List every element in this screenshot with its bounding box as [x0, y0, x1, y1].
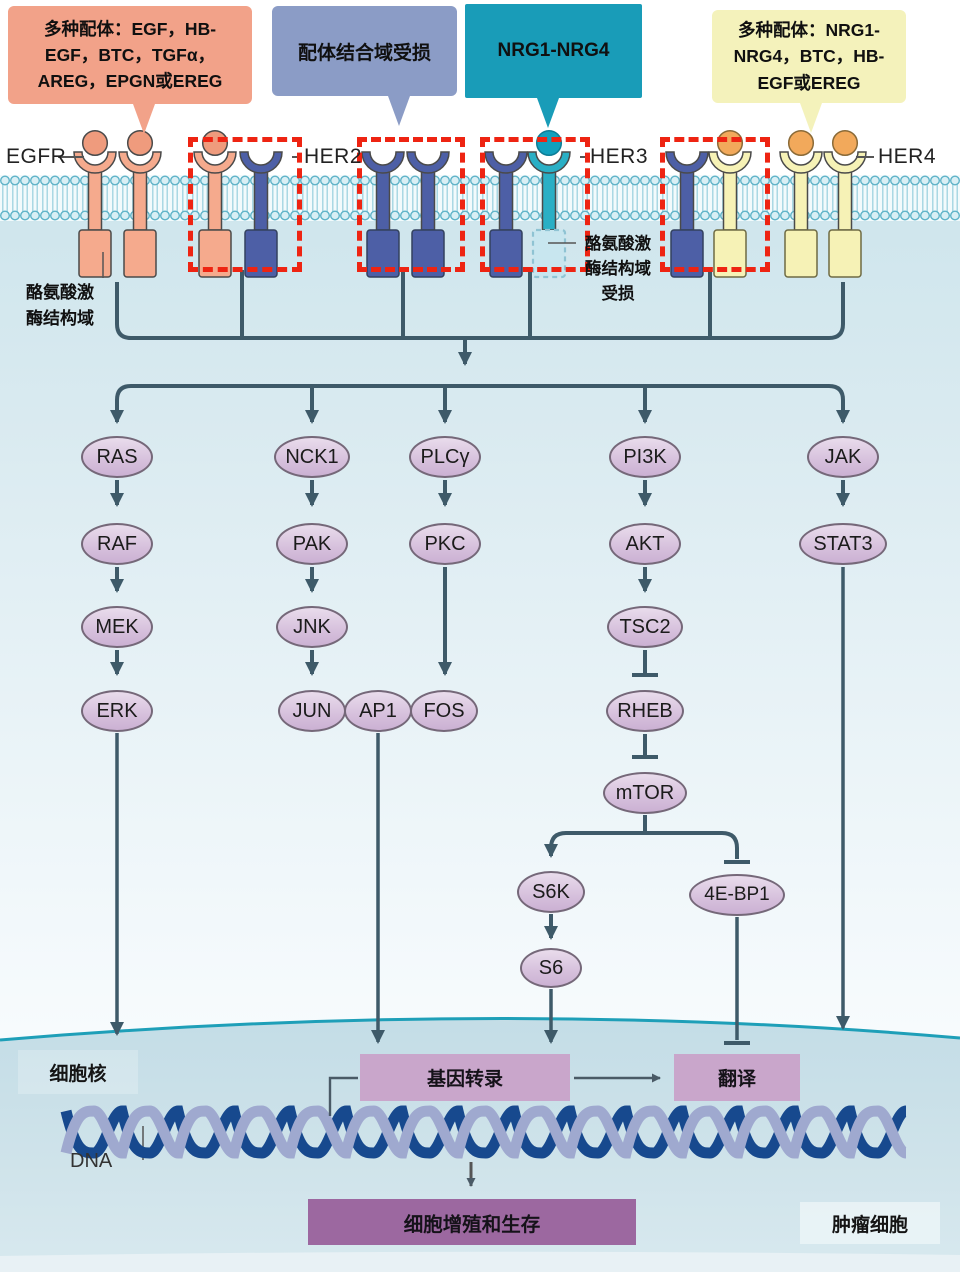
nrg-bubble: NRG1-NRG4: [465, 4, 642, 128]
pathway-distributor: [110, 384, 850, 424]
egf-ligand: [126, 129, 154, 157]
node-nck1: NCK1: [274, 436, 350, 478]
node-ap1: AP1: [344, 690, 412, 732]
egf-ligand: [81, 129, 109, 157]
egfr-ligands-bubble: 多种配体：EGF，HB- EGF，BTC，TGFα， AREG，EPGN或ERE…: [8, 6, 252, 134]
kinase-damaged-label: 酪氨酸激 酶结构域 受损: [585, 235, 651, 303]
bubble-tail: [133, 104, 155, 134]
ligand-domain-text: 配体结合域受损: [297, 42, 431, 64]
mutation-box-egfr-her2: [188, 137, 302, 272]
node-rheb: RHEB: [606, 690, 684, 732]
transcription-connectors: [328, 1073, 661, 1187]
her2-label: HER2: [304, 145, 363, 168]
her4-label: HER4: [878, 145, 937, 168]
her2-her3-dimer: [484, 129, 571, 279]
gene-transcription-box: 基因转录: [360, 1054, 570, 1101]
node-pi3k: PI3K: [609, 436, 681, 478]
node-jnk: JNK: [276, 606, 348, 648]
node-s6: S6: [520, 948, 582, 988]
node-mtor: mTOR: [603, 772, 687, 814]
node-raf: RAF: [81, 523, 153, 565]
node-erk: ERK: [81, 690, 153, 732]
dna-label: DNA: [70, 1150, 113, 1172]
nucleus-label: 细胞核: [18, 1050, 138, 1094]
mutation-box-her2: [357, 137, 465, 272]
receptor-convergence-lines: [115, 270, 845, 366]
her3-label: HER3: [590, 145, 649, 168]
tumor-cell-label: 肿瘤细胞: [800, 1202, 940, 1244]
node-mek: MEK: [81, 606, 153, 648]
node-fos: FOS: [410, 690, 478, 732]
proliferation-box: 细胞增殖和生存: [308, 1199, 636, 1245]
impaired-kinase-domain: [531, 228, 567, 279]
node-akt: AKT: [609, 523, 681, 565]
node-pkc: PKC: [409, 523, 481, 565]
bubble-tail: [388, 96, 410, 126]
her4-ligands-text: 多种配体：NRG1- NRG4，BTC，HB- EGF或EREG: [733, 20, 885, 93]
nrg-text: NRG1-NRG4: [497, 40, 610, 61]
cascade-arrows: [110, 480, 850, 940]
node-jun: JUN: [278, 690, 346, 732]
node-plcg: PLCγ: [409, 436, 481, 478]
mutation-box-her2-her4: [660, 137, 770, 272]
her4-ligands-bubble: 多种配体：NRG1- NRG4，BTC，HB- EGF或EREG: [712, 10, 906, 133]
cell-bottom-edge: [0, 1251, 960, 1272]
node-tsc2: TSC2: [607, 606, 683, 648]
nuclear-import-arrows: [110, 567, 850, 1045]
node-pak: PAK: [276, 523, 348, 565]
egfr-ligands-text: 多种配体：EGF，HB- EGF，BTC，TGFα， AREG，EPGN或ERE…: [37, 18, 223, 92]
mutation-box-her3: [480, 137, 590, 272]
bubble-tail: [537, 98, 559, 128]
egfr-label: EGFR: [6, 145, 67, 168]
label-connectors: [58, 156, 874, 1160]
nucleus-membrane: [0, 1017, 960, 1042]
node-4ebp1: 4E-BP1: [689, 874, 785, 916]
kinase-domain-label: 酪氨酸激 酶结构域: [26, 283, 94, 328]
node-jak: JAK: [807, 436, 879, 478]
her4-ligand: [831, 129, 859, 157]
node-stat3: STAT3: [799, 523, 887, 565]
node-ras: RAS: [81, 436, 153, 478]
dna-helix: [60, 1105, 909, 1159]
ligand-domain-bubble: 配体结合域受损: [272, 6, 457, 126]
bubble-tail: [800, 103, 822, 133]
translation-box: 翻译: [674, 1054, 800, 1101]
node-s6k: S6K: [517, 871, 585, 913]
her4-ligand: [787, 129, 815, 157]
